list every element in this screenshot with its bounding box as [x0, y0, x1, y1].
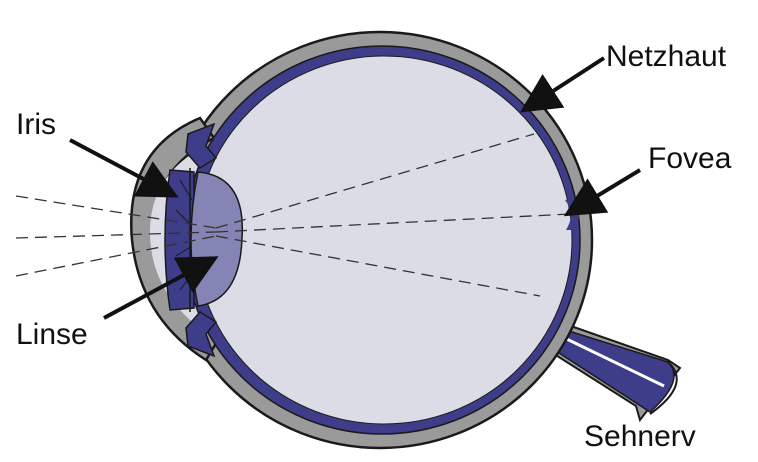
linse-arrow: [103, 256, 219, 320]
iris-arrow: [69, 138, 179, 198]
light-rays: [15, 133, 571, 297]
label-fovea: Fovea: [648, 142, 732, 175]
fovea-arrow: [563, 168, 642, 217]
label-iris: Iris: [16, 108, 56, 141]
netzhaut-arrow: [519, 56, 606, 113]
pointer-arrows: [69, 56, 642, 320]
label-linse: Linse: [16, 318, 88, 351]
optic-nerve: [530, 316, 682, 423]
label-netzhaut: Netzhaut: [606, 40, 727, 73]
labels: Netzhaut Fovea Iris Linse Sehnerv: [16, 40, 732, 453]
label-sehnerv: Sehnerv: [584, 420, 696, 453]
